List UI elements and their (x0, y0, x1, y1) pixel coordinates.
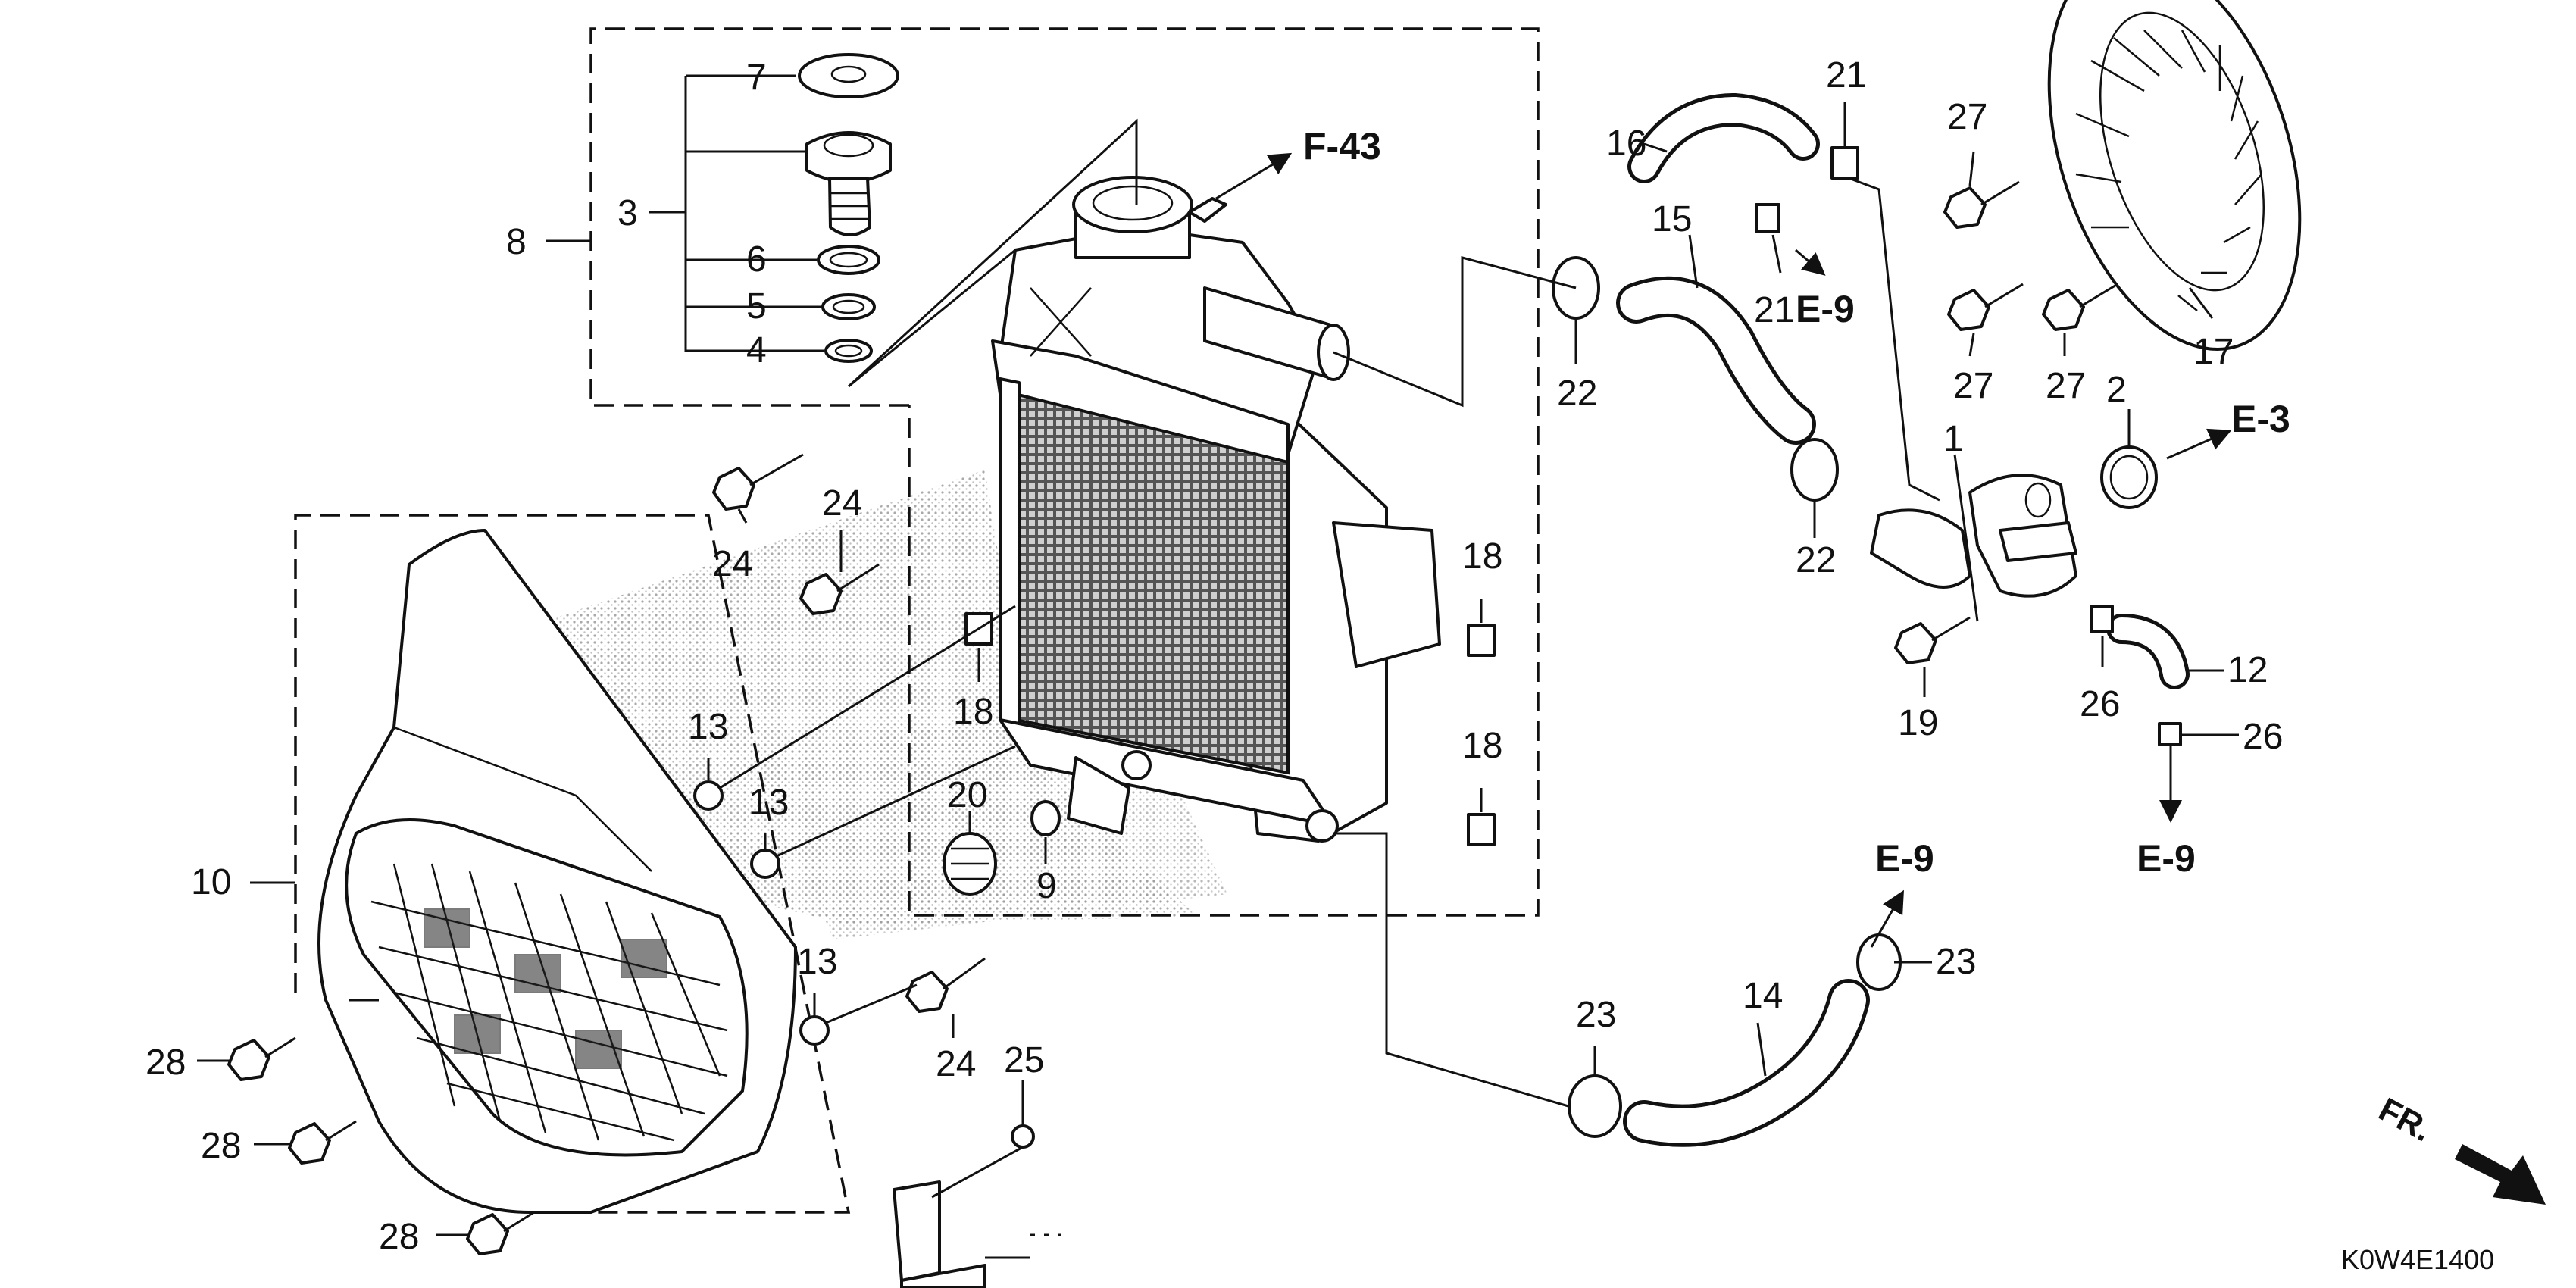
callout-22-a: 22 (1557, 374, 1597, 414)
lower-bracket (893, 1180, 1030, 1288)
hose-12 (2106, 614, 2190, 689)
bolt-27-b (1947, 289, 1990, 331)
hose-15 (1616, 276, 1816, 445)
front-cover (317, 529, 797, 1214)
callout-1: 1 (1943, 419, 1964, 459)
clip-18-a (964, 612, 993, 646)
callout-26-b: 26 (2243, 717, 2283, 757)
bolt-19 (1894, 622, 1937, 664)
callout-26-a: 26 (2080, 684, 2120, 724)
nut-20 (943, 832, 997, 896)
callout-27-a: 27 (1947, 97, 1987, 137)
clamp-23-b (1856, 933, 1902, 991)
callout-27-b: 27 (1953, 366, 1993, 406)
callout-15: 15 (1652, 199, 1692, 239)
grommet-13-a (693, 780, 724, 811)
joint-fitting-1 (1870, 474, 2077, 598)
callouts: 7 3 6 5 4 8 24 24 24 13 13 13 18 18 18 2… (145, 55, 2283, 1257)
callout-4: 4 (746, 330, 767, 370)
bolt-27-c (2042, 289, 2085, 331)
ref-f43: F-43 (1303, 125, 1381, 167)
callout-19: 19 (1898, 703, 1938, 743)
callout-14: 14 (1743, 976, 1783, 1016)
callout-18-c: 18 (1462, 726, 1502, 766)
callout-8: 8 (506, 222, 527, 262)
callout-6: 6 (746, 239, 767, 280)
fan-17 (2047, 0, 2302, 351)
diagram-code: K0W4E1400 (2341, 1244, 2494, 1275)
bolt-28-b (288, 1122, 331, 1165)
grommet-13-c (799, 1015, 830, 1046)
callout-24-upper: 24 (712, 544, 752, 584)
callout-17: 17 (2193, 332, 2234, 372)
callout-21-a: 21 (1826, 55, 1866, 95)
callout-13-a: 13 (688, 707, 728, 747)
ref-e3: E-3 (2231, 398, 2290, 440)
callout-20: 20 (947, 775, 987, 815)
front-label: FR. (2373, 1091, 2438, 1149)
callout-25: 25 (1004, 1040, 1044, 1080)
clamp-23-a (1568, 1074, 1622, 1138)
ref-e9-middle: E-9 (1875, 837, 1934, 880)
callout-27-c: 27 (2046, 366, 2086, 406)
radiator (991, 176, 1441, 843)
callout-28-b: 28 (201, 1126, 241, 1166)
hose-14 (1623, 979, 1870, 1147)
hose-16 (1627, 92, 1820, 183)
bolt-28-c (466, 1213, 509, 1255)
callout-28-a: 28 (145, 1043, 186, 1083)
callout-23-b: 23 (1936, 942, 1976, 982)
clamp-26-a (2090, 605, 2114, 633)
callout-7: 7 (746, 58, 767, 98)
clip-18-b (1467, 624, 1496, 657)
clamp-22-b (1790, 438, 1839, 502)
callout-13-b: 13 (749, 783, 789, 823)
group-box-front-cover (294, 514, 851, 1214)
bolt-28-a (227, 1039, 270, 1081)
clip-18-c (1467, 813, 1496, 846)
clamp-21-b (1755, 203, 1780, 233)
group-box-cap-assembly (589, 27, 1540, 917)
callout-9: 9 (1036, 866, 1057, 906)
callout-12: 12 (2227, 650, 2268, 690)
callout-24-middle: 24 (822, 483, 862, 524)
ref-e9-top: E-9 (1796, 288, 1855, 330)
part-7-plate (798, 53, 899, 98)
callout-10: 10 (191, 862, 231, 902)
section-references: F-43 E-9 E-3 E-9 E-9 (1303, 125, 2290, 880)
bolt-24-middle (799, 563, 880, 615)
callout-5: 5 (746, 286, 767, 327)
bolt-24-lower (905, 957, 986, 1013)
bolt-27-a (1943, 186, 1987, 229)
leader-lines (197, 74, 2239, 1236)
grommet-13-b (750, 849, 780, 879)
callout-28-c: 28 (379, 1217, 419, 1257)
callout-18-b: 18 (1462, 536, 1502, 577)
callout-3: 3 (617, 193, 638, 233)
screw-25 (1011, 1124, 1035, 1149)
hardware (227, 146, 2182, 1255)
front-direction-arrow: FR. (2373, 1091, 2546, 1205)
callout-23-a: 23 (1576, 995, 1616, 1035)
ref-e9-bottom: E-9 (2137, 837, 2196, 880)
clamp-21-a (1830, 146, 1859, 180)
cap-assembly (798, 53, 899, 363)
callout-18-a: 18 (953, 692, 993, 732)
bolt-24-upper (712, 453, 804, 511)
callout-2: 2 (2106, 370, 2127, 410)
washer-9 (1030, 800, 1061, 836)
clamp-26-b (2158, 722, 2182, 746)
callout-24-lower: 24 (936, 1044, 976, 1084)
callout-22-b: 22 (1796, 540, 1836, 580)
callout-13-c: 13 (797, 942, 837, 982)
callout-16: 16 (1606, 123, 1646, 164)
callout-21-b: 21 (1754, 290, 1794, 330)
